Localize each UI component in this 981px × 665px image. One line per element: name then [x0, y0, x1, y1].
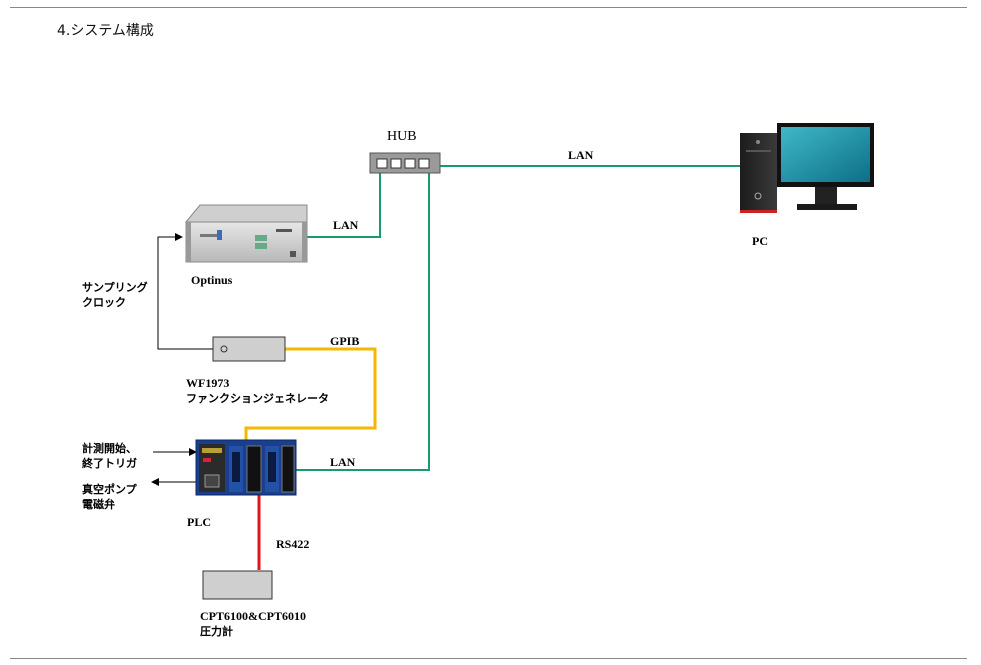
lan-cable-optinus-hub [307, 170, 381, 238]
wf-model-label: WF1973 [186, 376, 230, 390]
lan-label-optinus-hub: LAN [333, 218, 359, 232]
pressure-gauge-device [202, 570, 273, 600]
sampling-clock-label-2: クロック [82, 296, 126, 309]
sampling-clock-label-1: サンプリング [82, 281, 148, 294]
cpt-model-label: CPT6100&CPT6010 [200, 609, 306, 623]
plc-label: PLC [187, 515, 211, 529]
pump-label-1: 真空ポンプ [82, 483, 137, 496]
function-generator-device [212, 336, 286, 362]
sampling-clock-line [157, 233, 213, 350]
optinus-device [184, 204, 308, 263]
trigger-label-1: 計測開始、 [82, 442, 137, 455]
cpt-name-label: 圧力計 [200, 625, 233, 638]
rs422-label: RS422 [276, 537, 310, 551]
gpib-cable [244, 347, 377, 440]
section-heading: 4.システム構成 [57, 23, 154, 39]
pc-label: PC [752, 234, 768, 248]
trigger-label-2: 終了トリガ [82, 457, 137, 470]
plc-device [195, 439, 297, 496]
top-rule [10, 7, 967, 8]
lan-label-plc-hub: LAN [330, 455, 356, 469]
wf-name-label: ファンクションジェネレータ [186, 392, 329, 405]
bottom-rule [10, 658, 967, 659]
hub-device [369, 152, 441, 174]
pump-label-2: 電磁弁 [82, 498, 115, 511]
lan-cable-plc-hub [296, 170, 430, 471]
optinus-label: Optinus [191, 273, 233, 287]
pc-device [740, 123, 874, 213]
gpib-label: GPIB [330, 334, 360, 348]
lan-label-hub-pc: LAN [568, 148, 594, 162]
hub-label: HUB [387, 129, 417, 144]
